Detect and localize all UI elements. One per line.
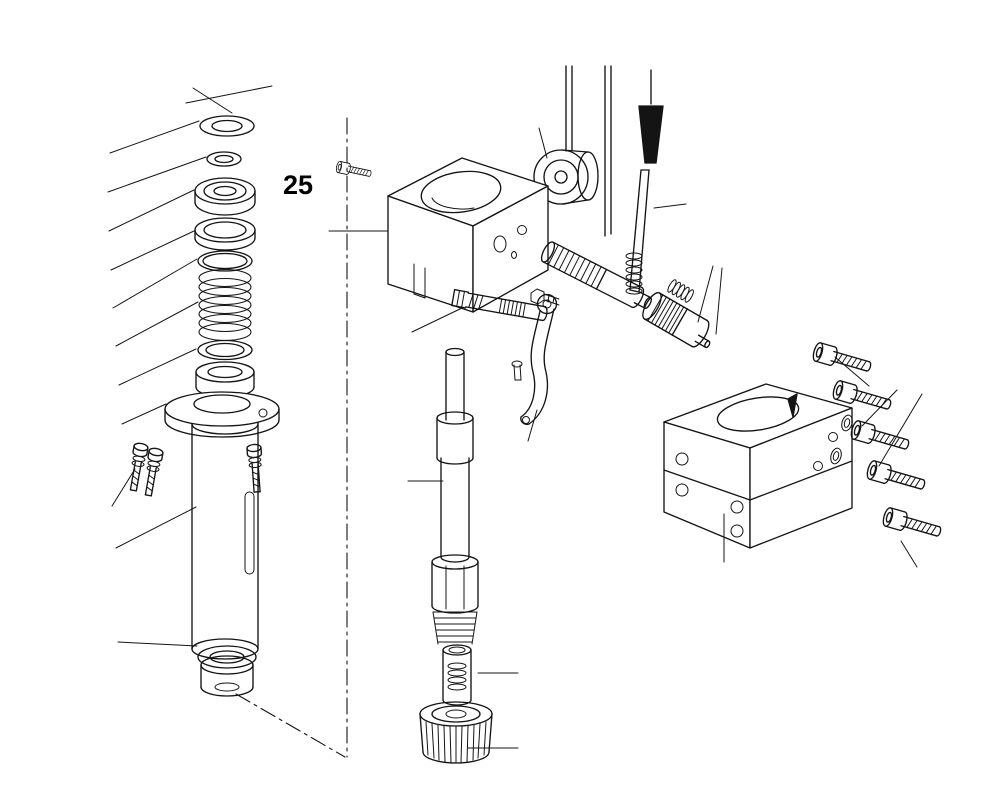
spring-tube (442, 644, 472, 706)
washers (830, 414, 853, 465)
rod-lower (440, 457, 470, 563)
part-25-label: 25 (283, 170, 313, 200)
part-25-callout: 25 (283, 160, 402, 232)
set-screw (530, 288, 560, 306)
feed-handle (511, 293, 558, 442)
clamp-holes (675, 432, 838, 538)
spindle-housing-assembly (387, 65, 723, 442)
cap-screw-icon (810, 341, 874, 377)
socket-screw-25-icon (335, 160, 373, 180)
clamp-slit (787, 393, 798, 418)
housing-notch (413, 263, 426, 299)
thread-section (432, 611, 478, 645)
circlip (197, 250, 253, 272)
cap-screw-icon (848, 419, 912, 455)
clamp-block-assembly (663, 341, 944, 568)
spindle-bore (420, 170, 502, 214)
leader-lines-left (107, 85, 273, 647)
flange-screws (125, 441, 265, 498)
rod-sleeve (436, 411, 474, 465)
screw-leader-lines (834, 356, 923, 568)
housing-face-holes (493, 225, 527, 259)
taper-pin (638, 105, 664, 164)
drive-shaft-lines (538, 65, 652, 237)
hex-adapter (431, 554, 479, 614)
top-washer (199, 115, 255, 137)
worm-shaft (540, 241, 652, 309)
cap-screw-icon (864, 459, 928, 495)
pinion-leader (411, 307, 463, 333)
clamp-bore (716, 396, 800, 432)
quill-nut (200, 655, 254, 697)
quill-slot (244, 491, 255, 575)
cap-screw-icon (880, 506, 944, 542)
retaining-ring (206, 151, 242, 167)
coil-spring (198, 268, 252, 342)
pulley (533, 149, 599, 205)
handle-leader (527, 409, 538, 442)
clamp-block (663, 383, 853, 563)
quill-exploded-assembly (107, 85, 346, 758)
drawbar-spring (625, 252, 643, 295)
axis-line-bottom (235, 693, 346, 758)
clutch-leader-lines (697, 265, 723, 335)
stop-rod (445, 347, 465, 421)
knurled-nut (419, 701, 493, 764)
clutch-spring (667, 279, 694, 303)
depth-stop-assembly (407, 347, 519, 764)
handle-screw (511, 360, 523, 381)
ball-bearing-top (194, 177, 256, 216)
housing-block (387, 157, 549, 313)
quill-cylinder (191, 417, 259, 660)
drawbar-rod (625, 169, 687, 295)
ball-bearing-bottom (197, 645, 257, 669)
pinion-shaft (451, 289, 548, 322)
drawbar-leader (653, 203, 687, 209)
spacer-ring (194, 217, 256, 251)
seal-ring (197, 339, 253, 361)
seal-cup (195, 361, 255, 398)
quill-flange (164, 391, 280, 438)
